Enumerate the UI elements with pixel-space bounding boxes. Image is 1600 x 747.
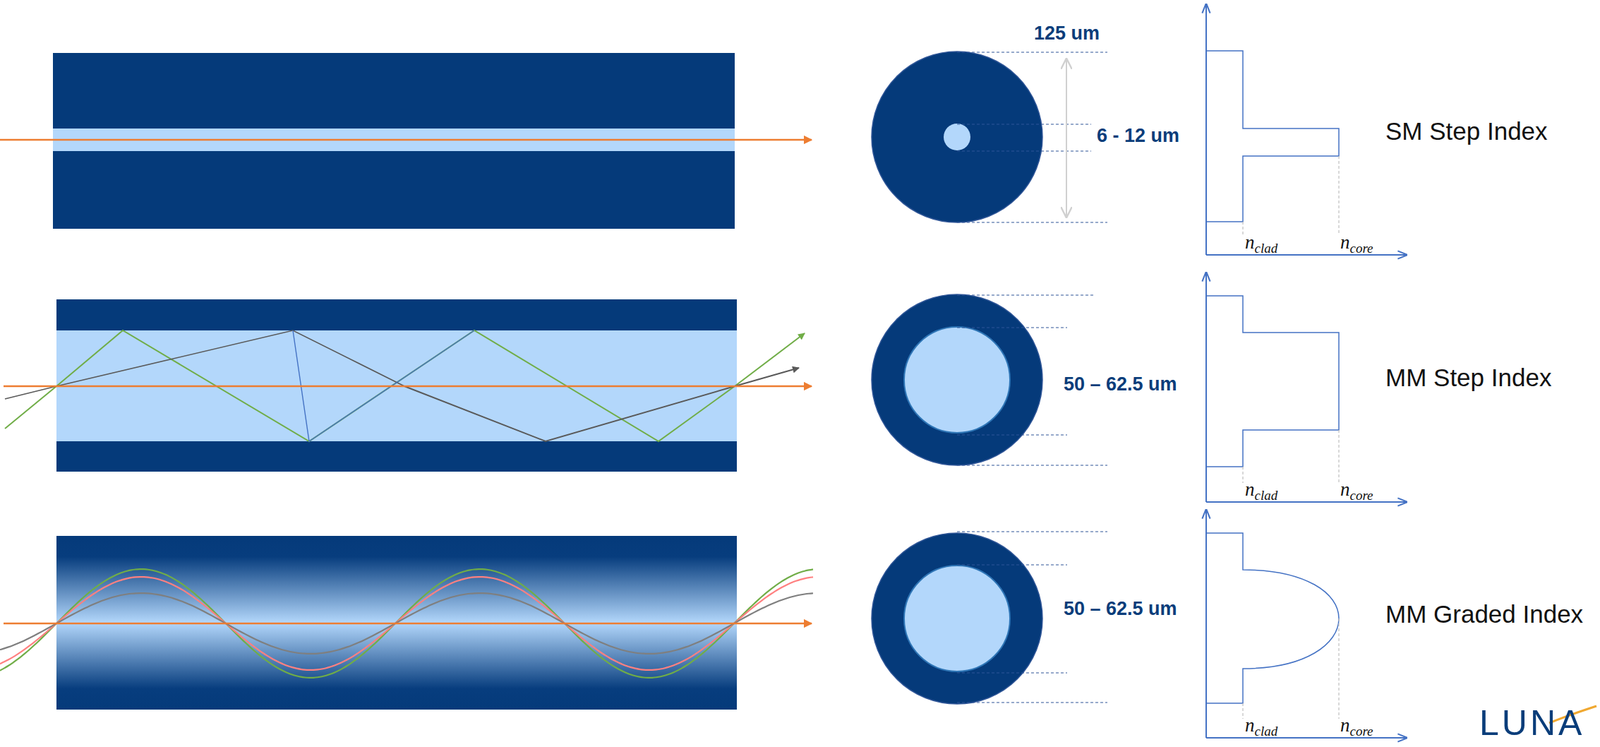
dimension-label: 50 – 62.5 um [1063, 598, 1178, 620]
cladding [52, 52, 735, 229]
sm-fiber [0, 52, 812, 229]
fiber-type-label: SM Step Index [1385, 117, 1548, 146]
core-section [904, 565, 1010, 672]
dimension-label: 125 um [1033, 23, 1100, 45]
company-logo: LUNA [1479, 703, 1585, 743]
light-ray [0, 592, 814, 654]
dimension-label: 50 – 62.5 um [1063, 374, 1178, 396]
light-ray [3, 622, 812, 625]
light-ray [3, 385, 812, 388]
index-label: ncore [1340, 479, 1374, 504]
light-ray [0, 139, 812, 142]
cross-sections [871, 51, 1043, 704]
light-ray [0, 568, 814, 678]
dimension-label: 6 - 12 um [1096, 125, 1180, 147]
cladding-section [871, 532, 1043, 704]
core-section [904, 326, 1010, 433]
profile-guides [1242, 155, 1339, 719]
cladding-section [871, 294, 1043, 466]
index-label: nclad [1244, 232, 1278, 257]
fiber-type-label: MM Graded Index [1385, 600, 1584, 629]
index-label: nclad [1244, 479, 1278, 504]
light-ray [404, 367, 799, 442]
index-label: ncore [1340, 232, 1374, 257]
dimension-arrow [1065, 59, 1068, 217]
cladding-section [871, 51, 1043, 223]
core-section [943, 123, 971, 151]
index-label: ncore [1340, 714, 1374, 739]
mm-step-fiber [3, 299, 812, 472]
index-profiles [1206, 4, 1407, 738]
sinusoidal-rays [0, 568, 814, 678]
index-label: nclad [1244, 714, 1278, 739]
light-ray [4, 330, 405, 399]
light-ray [0, 576, 814, 670]
fiber-type-label: MM Step Index [1385, 364, 1552, 392]
mm-graded-fiber [0, 535, 814, 710]
